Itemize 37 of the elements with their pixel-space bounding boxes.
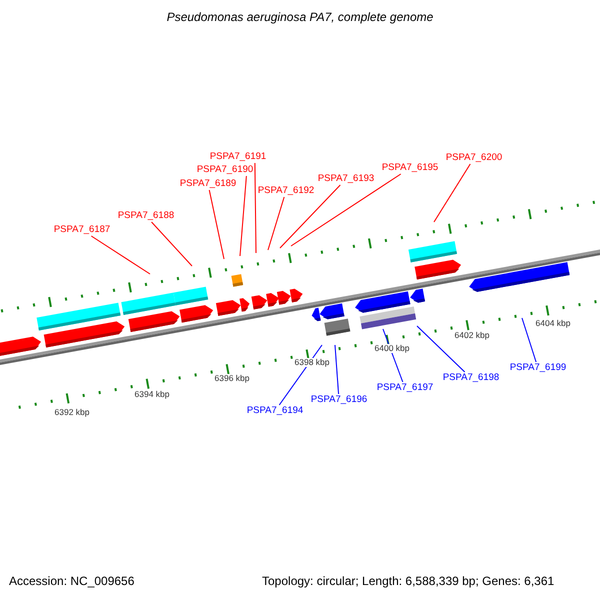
scale-label: 6398 kbp <box>294 358 330 367</box>
gene-label: PSPA7_6197 <box>376 383 434 393</box>
gene-label: PSPA7_6190 <box>196 165 254 175</box>
gene-label: PSPA7_6195 <box>382 163 438 173</box>
gene-label: PSPA7_6196 <box>310 395 368 405</box>
gene-label: PSPA7_6193 <box>318 174 374 184</box>
gene-label: PSPA7_6200 <box>446 153 502 163</box>
gene-label: PSPA7_6194 <box>246 406 304 416</box>
gene-label: PSPA7_6199 <box>510 363 566 373</box>
leader-line <box>416 326 466 372</box>
leader-line <box>240 176 247 256</box>
leader-line <box>434 164 471 222</box>
gene-label: PSPA7_6192 <box>258 186 314 196</box>
leader-line <box>208 190 224 260</box>
scale-label: 6404 kbp <box>536 319 570 328</box>
gene-label: PSPA7_6198 <box>442 373 500 383</box>
leader-line <box>90 236 150 274</box>
leader-line <box>254 162 256 254</box>
gene-label: PSPA7_6189 <box>180 179 236 189</box>
leader-line <box>290 174 402 246</box>
scale-label: 6402 kbp <box>454 331 490 340</box>
scale-label: 6396 kbp <box>214 374 250 383</box>
gene-label: PSPA7_6188 <box>118 211 174 221</box>
scale-label: 6394 kbp <box>134 390 170 399</box>
leader-line <box>522 318 537 362</box>
leader-line <box>151 222 192 266</box>
scale-label: 6400 kbp <box>374 344 410 353</box>
leader-line <box>280 184 341 248</box>
scale-label: 6392 kbp <box>54 408 90 417</box>
leader-line <box>278 344 322 406</box>
gene-label: PSPA7_6191 <box>210 152 266 162</box>
footer-note: Accession: NC_009656 <box>9 574 134 588</box>
title: Pseudomonas aeruginosa PA7, complete genome <box>166 10 434 24</box>
leader-line <box>334 344 340 394</box>
footer-note: Topology: circular; Length: 6,588,339 bp; Genes: 6,361 <box>262 574 554 588</box>
gene-label: PSPA7_6187 <box>54 225 110 235</box>
leader-line <box>268 196 285 250</box>
